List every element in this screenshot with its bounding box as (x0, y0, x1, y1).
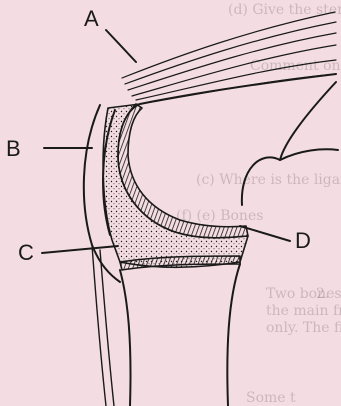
leader-line-c (42, 246, 118, 253)
femur-lower-curve (280, 149, 338, 160)
label-b: B (6, 136, 21, 162)
femur-outline (140, 74, 336, 205)
tibia-outline (120, 264, 240, 406)
label-a: A (84, 6, 99, 32)
leader-line-a (106, 30, 136, 62)
muscle-fibres (122, 12, 336, 104)
fibula-lines (92, 245, 114, 406)
label-d: D (295, 228, 311, 254)
label-c: C (18, 240, 34, 266)
